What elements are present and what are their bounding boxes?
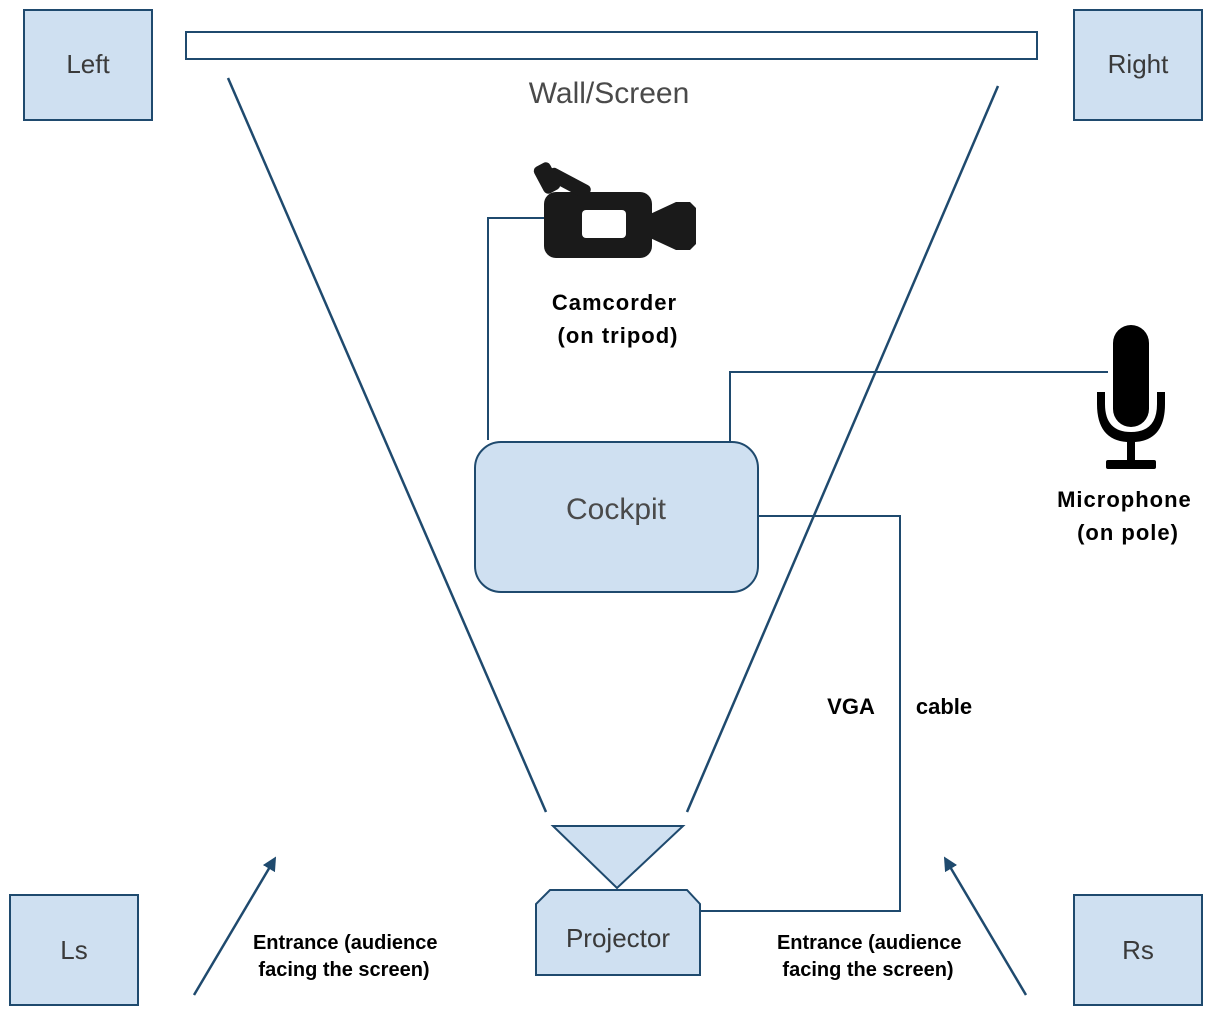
entrance-left-line1: Entrance (audience — [253, 932, 438, 954]
entrance-arrow-left — [192, 856, 277, 996]
video-camera-icon — [533, 162, 696, 258]
vga-cable-wire — [700, 515, 901, 912]
microphone-wire — [729, 371, 1108, 442]
entrance-right-label: Entrance (audience facing the screen) — [777, 932, 967, 981]
wall-screen-label: Wall/Screen — [529, 77, 690, 110]
vga-cable-label-word2: cable — [916, 694, 972, 719]
speaker-left-surround: Ls — [9, 894, 139, 1006]
speaker-right-surround: Rs — [1073, 894, 1203, 1006]
camcorder-wire — [487, 217, 546, 440]
vga-cable-label-word1: VGA — [827, 694, 875, 719]
speaker-right: Right — [1073, 9, 1203, 121]
cockpit-box: Cockpit — [474, 441, 759, 593]
speaker-ls-label: Ls — [60, 935, 87, 965]
microphone-label: Microphone (on pole) — [1057, 487, 1199, 545]
camcorder-label-line1: Camcorder — [552, 290, 677, 315]
camcorder-label-line2: (on tripod) — [558, 323, 679, 348]
cockpit-label: Cockpit — [566, 493, 667, 526]
entrance-left-line2: facing the screen) — [258, 959, 429, 981]
speaker-rs-label: Rs — [1122, 935, 1154, 965]
speaker-left: Left — [23, 9, 153, 121]
projector-box: Projector — [535, 889, 701, 976]
projection-line-right — [685, 85, 1000, 813]
entrance-right-line2: facing the screen) — [782, 959, 953, 981]
entrance-arrow-right — [943, 856, 1028, 996]
speaker-left-label: Left — [66, 49, 110, 79]
projector-label: Projector — [566, 923, 670, 953]
projection-line-left — [226, 77, 548, 813]
microphone-icon — [1097, 325, 1165, 469]
entrance-left-label: Entrance (audience facing the screen) — [253, 932, 443, 981]
microphone-label-line1: Microphone — [1057, 487, 1192, 512]
wall-screen-bar — [185, 31, 1038, 60]
microphone-label-line2: (on pole) — [1077, 520, 1179, 545]
projector-lens — [550, 825, 686, 890]
entrance-right-line1: Entrance (audience — [777, 932, 962, 954]
camcorder-label: Camcorder (on tripod) — [552, 290, 684, 348]
speaker-right-label: Right — [1108, 49, 1169, 79]
